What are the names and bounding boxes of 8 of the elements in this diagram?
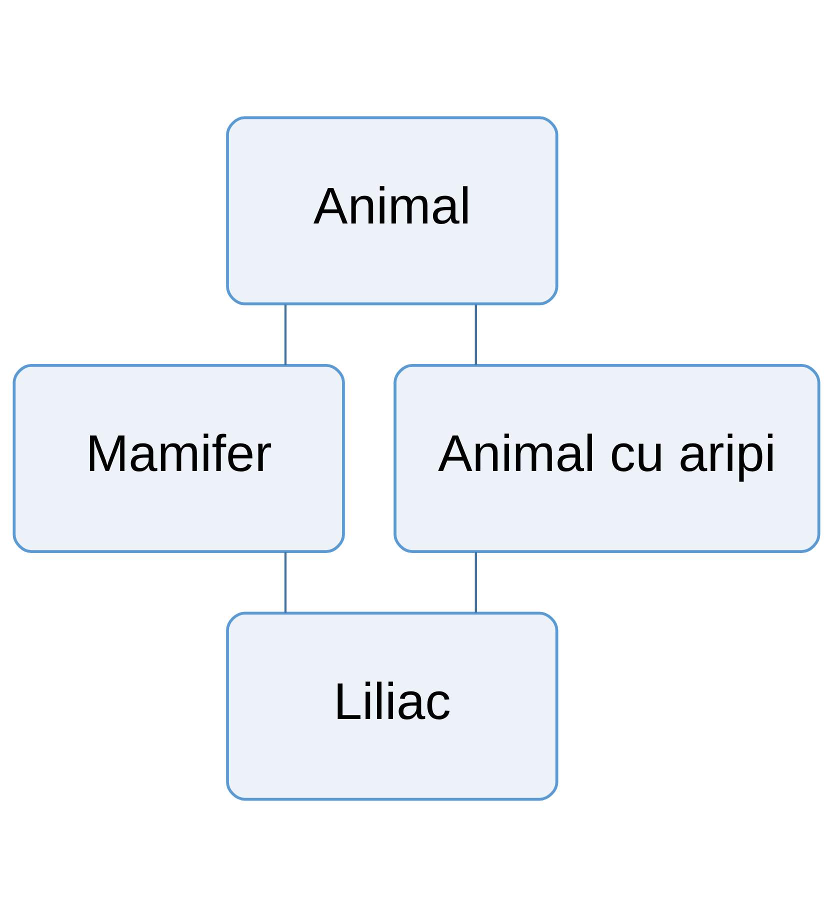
node-box: Liliac [226, 612, 558, 801]
node-box: Mamifer [12, 364, 345, 553]
node-box: Animal cu aripi [394, 364, 820, 553]
connector [284, 552, 287, 613]
connector [474, 552, 477, 613]
connector [284, 304, 287, 366]
connector [474, 304, 477, 366]
node-box: Animal [226, 116, 558, 306]
